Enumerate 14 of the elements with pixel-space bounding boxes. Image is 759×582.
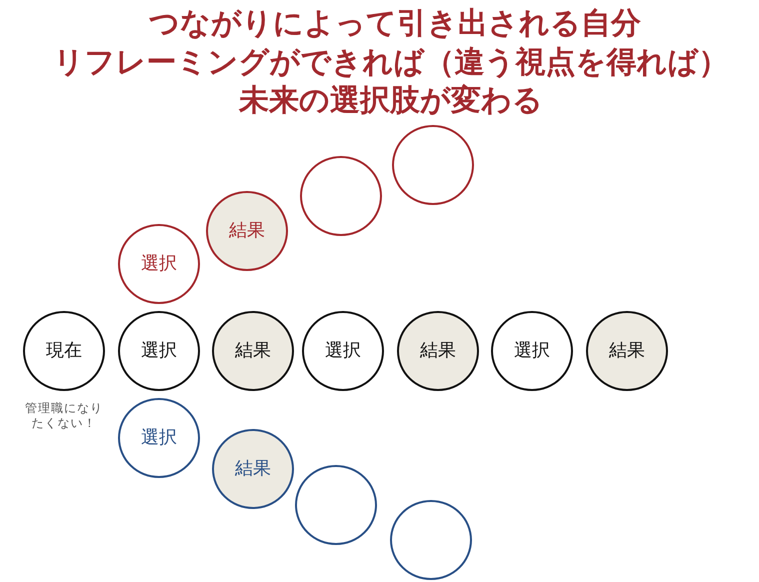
node-label: 選択 bbox=[141, 340, 177, 362]
node-label: 結果 bbox=[420, 340, 456, 362]
node-label: 結果 bbox=[609, 340, 645, 362]
node-label: 現在 bbox=[46, 340, 82, 362]
note-text: 管理職になりたくない！ bbox=[24, 401, 104, 431]
node-label: 選択 bbox=[141, 427, 177, 449]
node-label: 選択 bbox=[141, 253, 177, 275]
node-label: 結果 bbox=[235, 458, 271, 480]
node-label: 結果 bbox=[235, 340, 271, 362]
heading-text: リフレーミングができれば（違う視点を得れば）未来の選択肢が変わる bbox=[52, 44, 730, 120]
node-label: 選択 bbox=[514, 340, 550, 362]
node-label: 結果 bbox=[229, 220, 265, 242]
node-label: 選択 bbox=[325, 340, 361, 362]
title: つながりによって引き出される自分 bbox=[149, 5, 641, 43]
